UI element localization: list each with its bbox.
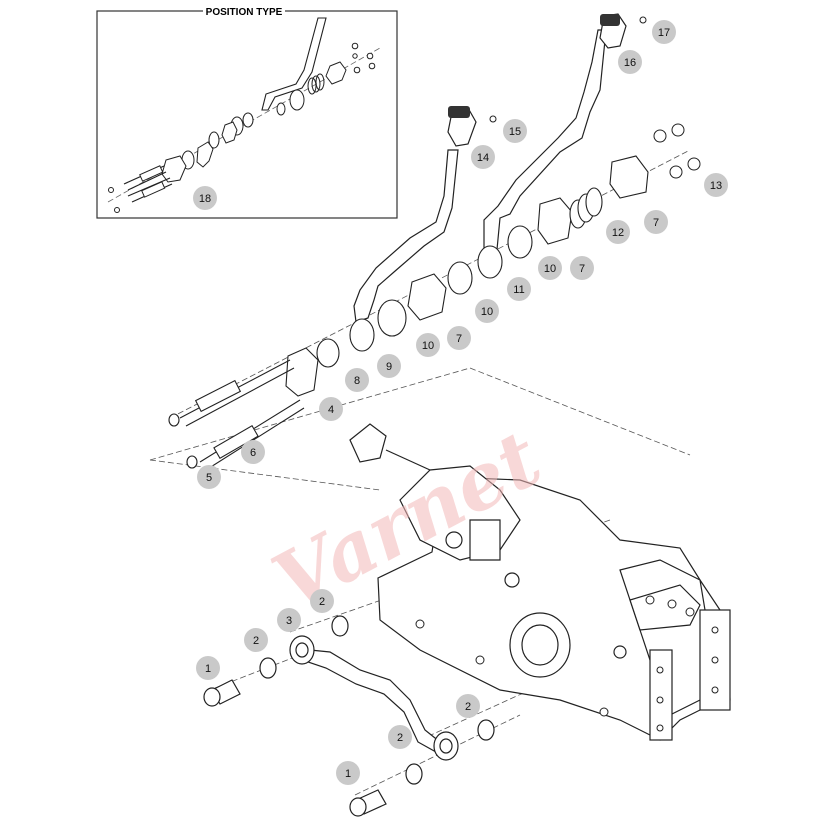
callout-7: 7 <box>447 326 471 350</box>
callout-14: 14 <box>471 145 495 169</box>
svg-text:1: 1 <box>205 663 211 675</box>
callout-1: 1 <box>196 656 220 680</box>
svg-text:2: 2 <box>253 635 259 647</box>
callout-10: 10 <box>416 333 440 357</box>
callout-10: 10 <box>538 256 562 280</box>
lever-arm-part <box>349 423 387 463</box>
callout-17: 17 <box>652 20 676 44</box>
inset-lever <box>261 17 327 111</box>
svg-text:1: 1 <box>345 768 351 780</box>
svg-text:6: 6 <box>250 447 256 459</box>
callout-10: 10 <box>475 299 499 323</box>
svg-text:8: 8 <box>354 375 360 387</box>
svg-text:10: 10 <box>544 263 556 275</box>
part-callouts: 18 17 16 15 14 13 12 7 10 7 11 10 10 7 9… <box>193 20 728 785</box>
svg-text:9: 9 <box>386 361 392 373</box>
svg-text:5: 5 <box>206 472 212 484</box>
callout-5: 5 <box>197 465 221 489</box>
control-lever-left <box>353 106 477 323</box>
svg-text:12: 12 <box>612 227 624 239</box>
callout-2: 2 <box>388 725 412 749</box>
svg-text:2: 2 <box>319 596 325 608</box>
svg-text:17: 17 <box>658 27 670 39</box>
svg-text:7: 7 <box>456 333 462 345</box>
svg-text:4: 4 <box>328 404 334 416</box>
callout-6: 6 <box>241 440 265 464</box>
svg-text:7: 7 <box>653 217 659 229</box>
callout-2: 2 <box>310 589 334 613</box>
svg-text:11: 11 <box>513 284 524 296</box>
callout-12: 12 <box>606 220 630 244</box>
svg-text:16: 16 <box>624 57 636 69</box>
nuts <box>489 16 701 179</box>
callout-2: 2 <box>244 628 268 652</box>
inset-arm <box>196 141 214 168</box>
callout-1: 1 <box>336 761 360 785</box>
svg-text:18: 18 <box>199 193 211 205</box>
svg-text:10: 10 <box>481 306 493 318</box>
svg-text:2: 2 <box>397 732 403 744</box>
shaft-parts <box>285 155 649 397</box>
callout-15: 15 <box>503 119 527 143</box>
inset-title: POSITION TYPE <box>206 7 283 18</box>
callout-18: 18 <box>193 186 217 210</box>
callout-16: 16 <box>618 50 642 74</box>
svg-text:10: 10 <box>422 340 434 352</box>
svg-text:7: 7 <box>579 263 585 275</box>
callout-9: 9 <box>377 354 401 378</box>
callout-7: 7 <box>570 256 594 280</box>
svg-text:13: 13 <box>710 180 722 192</box>
callout-3: 3 <box>277 608 301 632</box>
position-type-inset: POSITION TYPE <box>96 7 398 219</box>
callout-7: 7 <box>644 210 668 234</box>
pins <box>168 359 305 471</box>
svg-text:15: 15 <box>509 126 521 138</box>
callout-13: 13 <box>704 173 728 197</box>
hydraulic-pipe <box>203 615 495 817</box>
callout-11: 11 <box>507 277 531 301</box>
svg-text:3: 3 <box>286 615 292 627</box>
housing-holes <box>415 595 719 732</box>
svg-text:2: 2 <box>465 701 471 713</box>
callout-4: 4 <box>319 397 343 421</box>
callout-8: 8 <box>345 368 369 392</box>
callout-2: 2 <box>456 694 480 718</box>
svg-text:14: 14 <box>477 152 489 164</box>
